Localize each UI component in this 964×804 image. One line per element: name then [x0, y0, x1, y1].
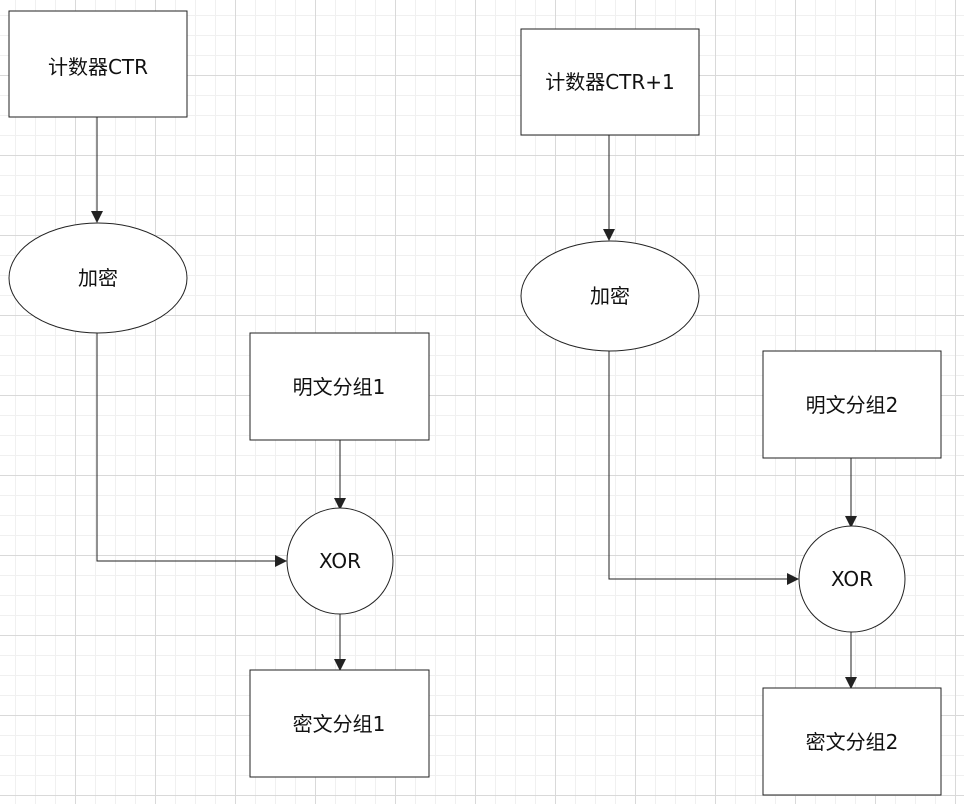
- node-cipher2-label: 密文分组2: [806, 730, 899, 754]
- node-ctr2-label: 计数器CTR+1: [545, 70, 675, 94]
- edge-enc1-to-xor1: [96, 333, 287, 567]
- edges: [91, 117, 857, 689]
- node-enc2-label: 加密: [590, 284, 630, 308]
- node-plain1-label: 明文分组1: [293, 375, 386, 399]
- node-enc1-label: 加密: [78, 266, 118, 290]
- node-xor1-label: XOR: [319, 549, 361, 573]
- node-cipher1-label: 密文分组1: [293, 712, 386, 736]
- node-plain2[interactable]: 明文分组2: [762, 350, 942, 459]
- edge-enc2-to-xor2: [608, 351, 799, 585]
- node-xor2[interactable]: XOR: [798, 525, 906, 633]
- node-ctr2[interactable]: 计数器CTR+1: [520, 28, 700, 136]
- node-cipher1[interactable]: 密文分组1: [249, 669, 430, 778]
- node-ctr1-label: 计数器CTR: [48, 55, 148, 79]
- node-enc2[interactable]: 加密: [520, 240, 700, 352]
- node-ctr1[interactable]: 计数器CTR: [8, 10, 188, 118]
- node-plain2-label: 明文分组2: [806, 393, 899, 417]
- node-xor1[interactable]: XOR: [286, 507, 394, 615]
- node-xor2-label: XOR: [831, 567, 873, 591]
- node-plain1[interactable]: 明文分组1: [249, 332, 430, 441]
- node-enc1[interactable]: 加密: [8, 222, 188, 334]
- node-cipher2[interactable]: 密文分组2: [762, 687, 942, 796]
